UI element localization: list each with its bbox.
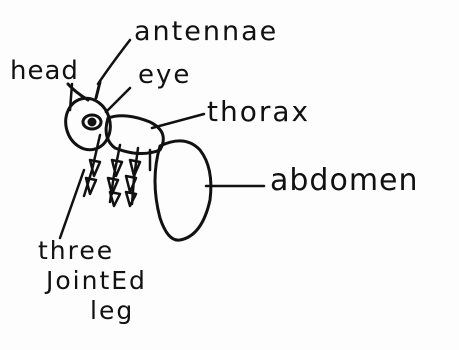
thorax-shape [106,116,163,154]
label-thorax: thorax [207,98,310,126]
label-antennae: antennae [134,18,278,45]
label-legs-line-2: JointEd [38,268,188,298]
legs-drawing [84,135,150,206]
eye-shape [83,115,101,129]
label-eye: eye [138,62,191,88]
label-three-jointed-leg: three JointEd leg [38,238,188,328]
label-legs-line-3: leg [38,298,188,328]
eye-pointer [106,88,130,112]
legs-pointer [60,170,84,238]
abdomen-shape [155,141,211,240]
thorax-pointer [152,114,204,128]
label-head: head [10,58,79,84]
label-legs-line-1: three [38,238,188,268]
antennae-pointer [98,40,130,84]
label-abdomen: abdomen [270,166,419,196]
